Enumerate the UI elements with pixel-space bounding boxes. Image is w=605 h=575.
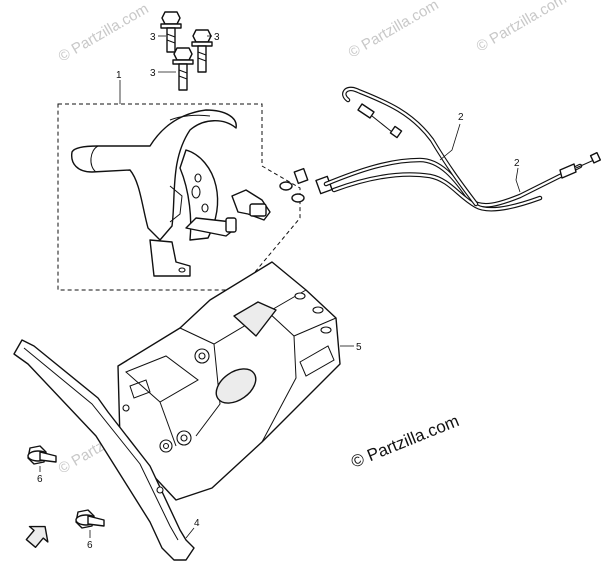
callout-part-2: 2 (514, 158, 520, 169)
flange-bolt (75, 509, 105, 529)
assembly-boundary (57, 103, 301, 291)
leader-lines (39, 35, 521, 539)
callout-part-3: 3 (150, 32, 156, 43)
flange-bolt (27, 445, 57, 465)
callout-group: 1 2 2 3 3 3 4 5 6 6 (37, 32, 520, 551)
callout-part-2: 2 (458, 112, 464, 123)
callout-part-1: 1 (116, 70, 122, 81)
callout-part-5: 5 (356, 342, 362, 353)
mounting-bracket (117, 261, 341, 501)
front-arrow-icon (25, 525, 49, 548)
bolt-group (160, 11, 213, 91)
watermark-text: © Partzilla.com (346, 0, 442, 61)
callout-part-4: 4 (194, 518, 200, 529)
bolt (191, 29, 213, 73)
support-bar (13, 339, 195, 561)
watermark-text: © Partzilla.com (56, 0, 152, 65)
handbrake-lever (71, 109, 271, 277)
callout-part-3: 3 (150, 68, 156, 79)
callout-part-3: 3 (214, 32, 220, 43)
bolt (160, 11, 182, 53)
bolt (172, 47, 194, 91)
watermark-text: © Partzilla.com (474, 0, 570, 55)
copyright-text: © Partzilla.com (348, 411, 461, 472)
callout-part-6: 6 (37, 474, 43, 485)
callout-part-6: 6 (87, 540, 93, 551)
brake-cable-group (323, 86, 602, 212)
